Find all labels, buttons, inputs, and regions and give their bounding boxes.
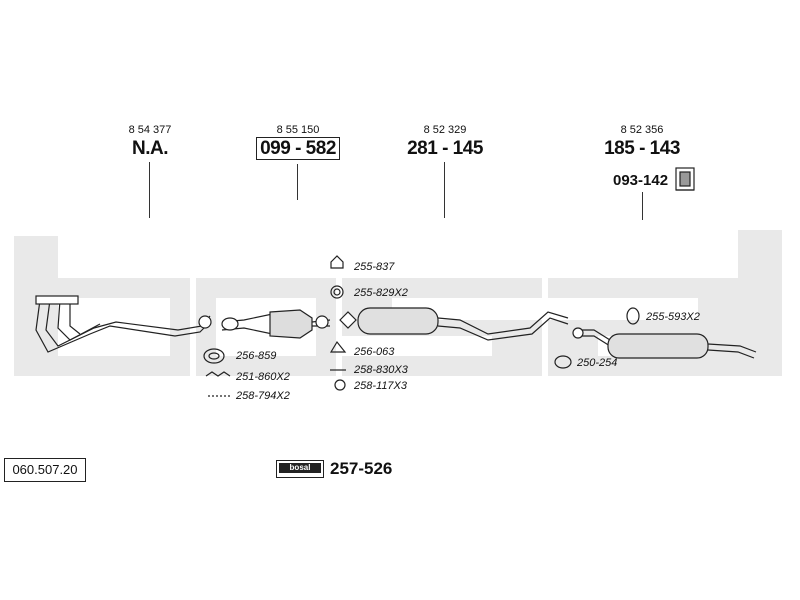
part-label-255-829x2[interactable]: 255-829X2: [354, 287, 408, 299]
kit-part-number[interactable]: 257-526: [330, 459, 393, 478]
middle-silencer: [339, 307, 569, 341]
part-label-258-794x2[interactable]: 258-794X2: [236, 390, 290, 402]
section-4-oem-number: 8 52 356: [620, 124, 664, 136]
section-2-leader-line: [297, 164, 298, 200]
section-2-part-number-box: 099 - 582: [256, 137, 340, 160]
bosal-kit-logo: bosal: [276, 460, 324, 478]
part-label-258-117x3[interactable]: 258-117X3: [354, 380, 408, 392]
bracket-icon: [675, 167, 695, 191]
part-icons: [203, 255, 640, 397]
part-label-255-593x2[interactable]: 255-593X2: [646, 311, 700, 323]
part-label-250-254[interactable]: 250-254: [577, 357, 618, 369]
part-label-251-860x2[interactable]: 251-860X2: [236, 371, 290, 383]
section-4-part-number[interactable]: 185 - 143: [604, 138, 680, 159]
rear-silencer: [572, 327, 757, 359]
bracket-part-number[interactable]: 093-142: [613, 172, 669, 189]
part-label-256-859[interactable]: 256-859: [236, 350, 277, 362]
part-label-255-837[interactable]: 255-837: [354, 261, 395, 273]
bosal-kit-logo-text: bosal: [279, 463, 321, 473]
section-3-oem-number: 8 52 329: [423, 124, 467, 136]
section-1-part-number[interactable]: N.A.: [132, 138, 169, 159]
section-2-part-number[interactable]: 099 - 582: [228, 137, 368, 160]
section-4-leader-line: [642, 192, 643, 220]
section-1-oem-number: 8 54 377: [128, 124, 172, 136]
section-2-oem-number: 8 55 150: [276, 124, 320, 136]
part-label-258-830x3[interactable]: 258-830X3: [354, 364, 408, 376]
catalytic-converter: [221, 309, 331, 339]
front-pipe-manifold: [35, 295, 212, 353]
watermark-a: [548, 278, 738, 376]
watermark-l: [738, 230, 782, 376]
watermark-hole-a1: [548, 298, 698, 320]
watermark-hole-s2: [342, 336, 492, 356]
section-3-part-number[interactable]: 281 - 145: [407, 138, 483, 159]
part-label-256-063[interactable]: 256-063: [354, 346, 395, 358]
section-1-leader-line: [149, 162, 150, 218]
reference-number-box: 060.507.20: [4, 458, 86, 482]
section-3-leader-line: [444, 162, 445, 218]
